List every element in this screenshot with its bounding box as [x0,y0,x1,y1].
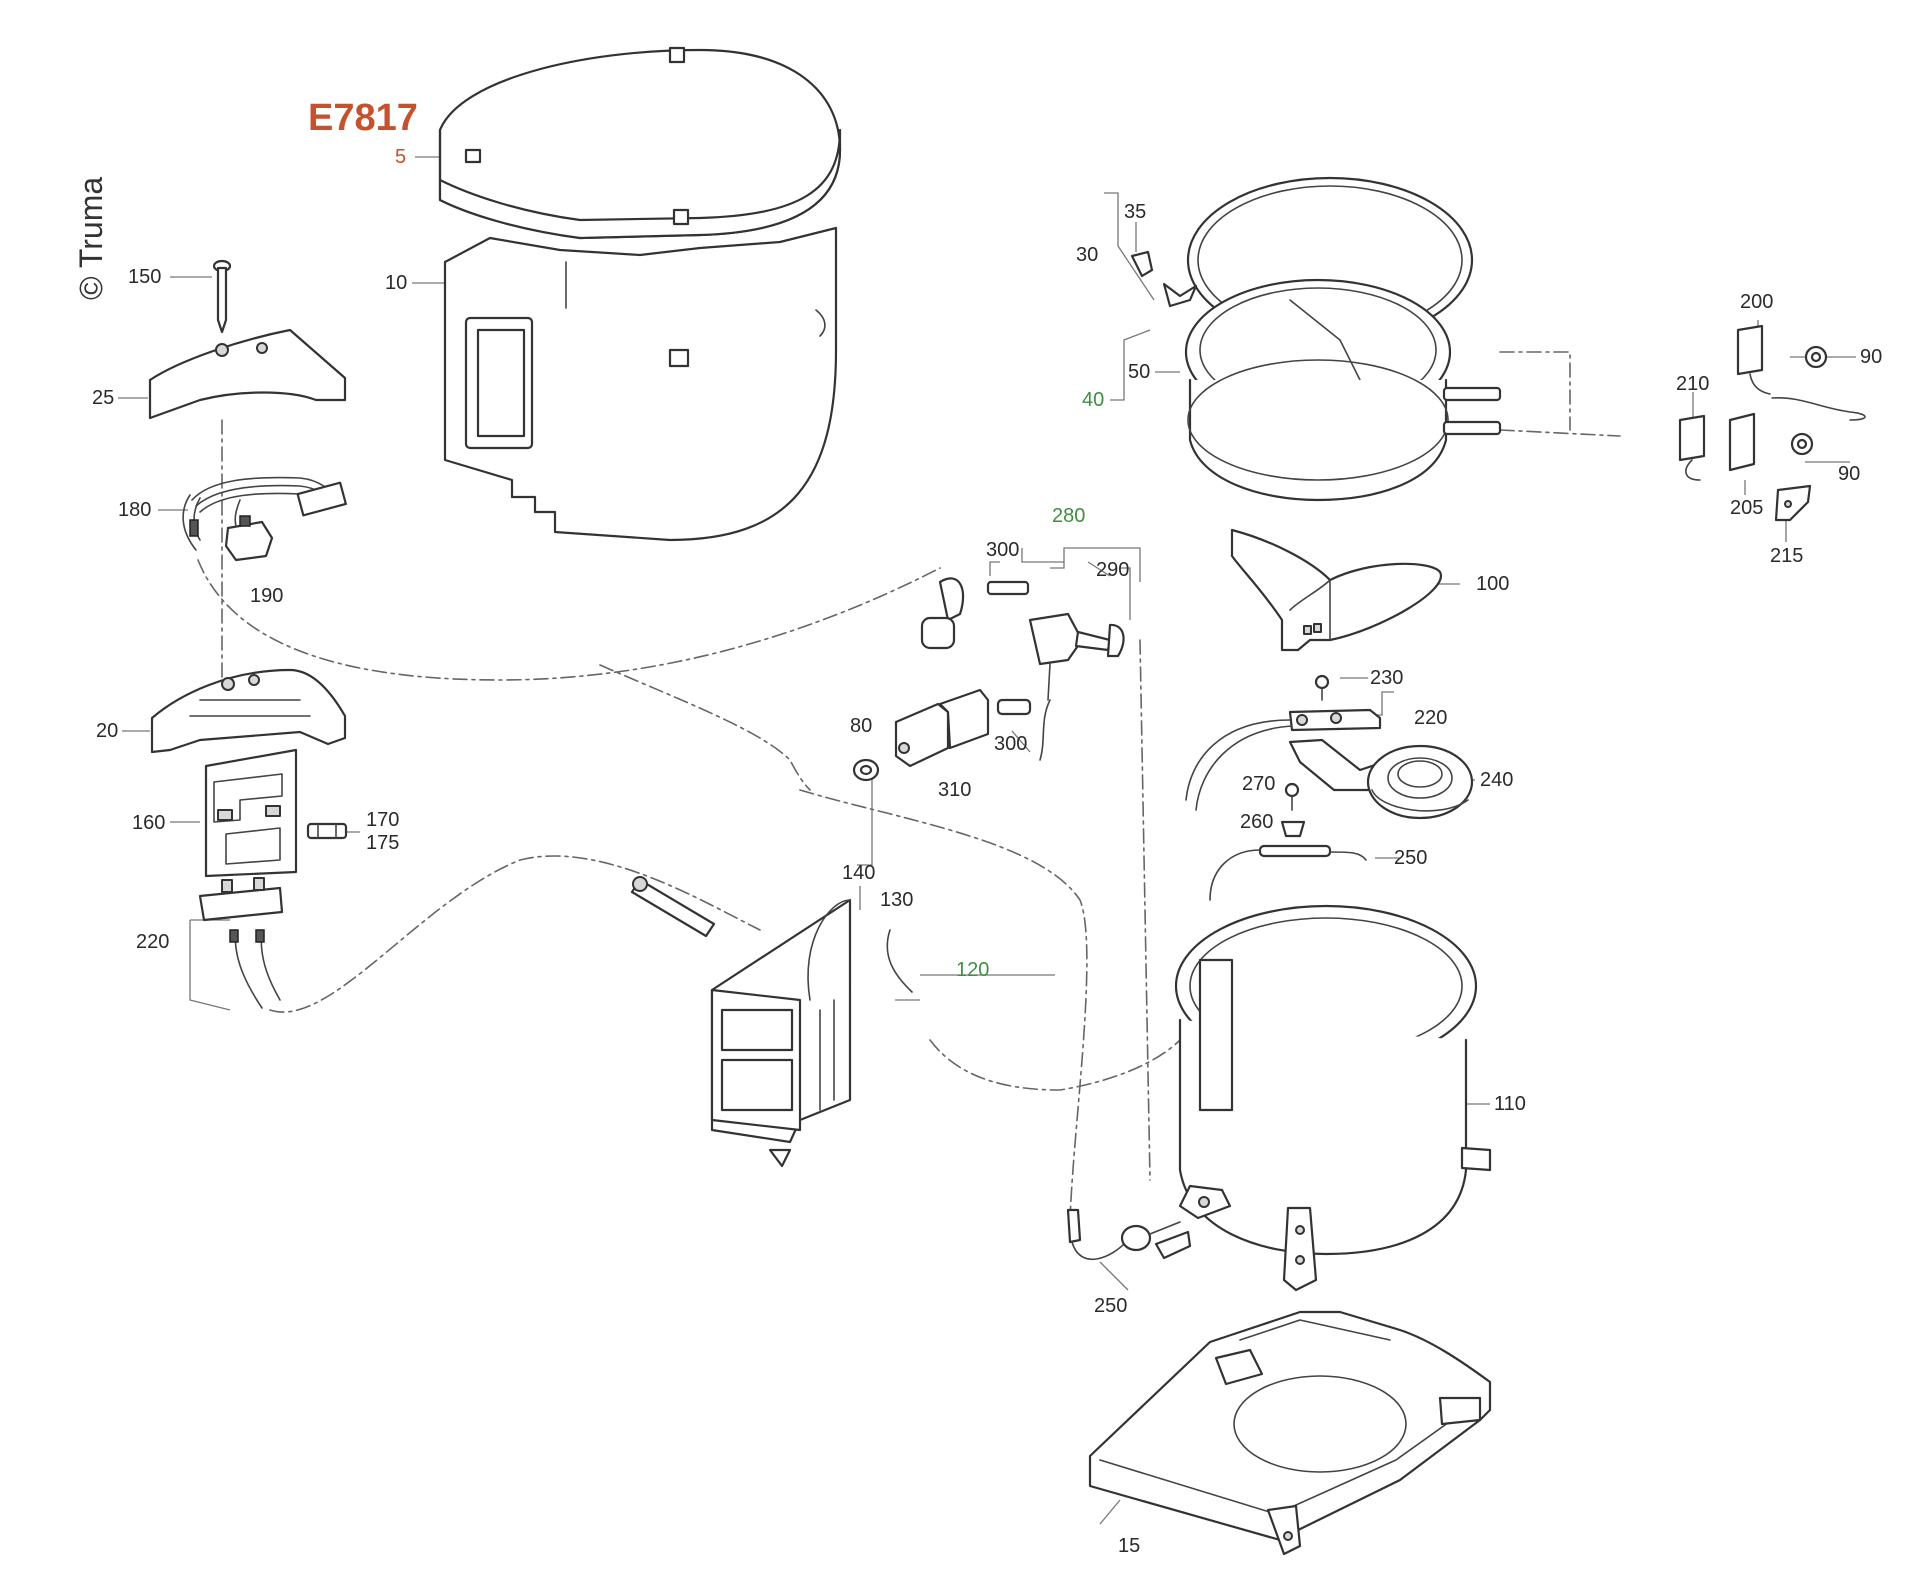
part-110-chamber [1174,904,1492,1292]
callout-10: 10 [385,272,407,294]
part-170-fuse [306,822,348,840]
callout-210: 210 [1676,373,1709,395]
callout-130: 130 [880,889,913,911]
callout-200: 200 [1740,291,1773,313]
callout-230: 230 [1370,667,1403,689]
part-35-screw [1130,250,1154,278]
diagram-id: E7817 [308,97,418,139]
callout-110: 110 [1494,1093,1526,1115]
callout-30: 30 [1076,244,1098,266]
part-220-electrodes [1185,708,1382,811]
part-270-pin [1284,782,1300,811]
part-20-plate [150,668,347,754]
callout-220-left: 220 [136,931,169,953]
part-80-nut [852,758,880,782]
leader-lines [118,156,1856,1525]
part-140-housing [710,898,852,1168]
part-130-hose [886,929,913,993]
part-210-clip [1678,414,1706,481]
part-200-clip [1736,324,1771,395]
callout-90-lower: 90 [1838,463,1860,485]
callout-215: 215 [1770,545,1803,567]
wire-lead [1771,396,1866,421]
callout-90-upper: 90 [1860,346,1882,368]
part-150-screw [212,259,232,334]
callout-220-right: 220 [1414,707,1447,729]
part-90-nut-lower [1790,432,1814,456]
part-260-cone [1280,820,1306,838]
callout-280: 280 [1052,505,1085,527]
callout-250-upper: 250 [1394,847,1427,869]
callout-25: 25 [92,387,114,409]
callout-160: 160 [132,812,165,834]
temperature-probe [630,876,716,938]
callout-40: 40 [1082,389,1104,411]
callout-290: 290 [1096,559,1129,581]
part-10-cover [443,226,838,542]
part-90-nut-upper [1804,345,1828,369]
callout-80: 80 [850,715,872,737]
callout-150: 150 [128,266,161,288]
part-215-bracket [1774,484,1812,522]
callout-20: 20 [96,720,118,742]
part-250-thermocouple-upper [1209,844,1367,901]
wiring-lines [197,351,1621,1231]
part-160-pcb [204,748,298,878]
part-180-harness [182,476,347,551]
callout-120: 120 [956,959,989,981]
callout-180: 180 [118,499,151,521]
part-280-valve [920,577,1125,701]
part-25-bracket [148,328,347,420]
part-220-connector-left [198,877,284,1009]
part-100-baffle [1230,528,1443,652]
callout-50: 50 [1128,361,1150,383]
callout-140: 140 [842,862,875,884]
callout-260: 260 [1240,811,1273,833]
callout-170: 170 [366,809,399,831]
copyright-notice: © Truma [73,177,109,300]
callout-15: 15 [1118,1535,1140,1557]
callout-250-lower: 250 [1094,1295,1127,1317]
part-5-lid [438,46,842,240]
callout-5: 5 [395,146,406,168]
callout-205: 205 [1730,497,1763,519]
part-15-base [1088,1310,1492,1556]
part-205-clip [1728,412,1756,472]
callout-190: 190 [250,585,283,607]
callout-300-upper: 300 [986,539,1019,561]
callout-310: 310 [938,779,971,801]
part-50-disc [1184,278,1502,502]
part-240-burner [1288,738,1474,820]
part-230-screw [1314,674,1330,701]
callout-100: 100 [1476,573,1509,595]
part-190-relay [224,499,274,562]
callout-240: 240 [1480,769,1513,791]
part-310-bracket [894,688,1051,768]
callout-175: 175 [366,832,399,854]
callout-270: 270 [1242,773,1275,795]
callout-35: 35 [1124,201,1146,223]
part-250-probe-lower [1066,1208,1192,1260]
callout-300-lower: 300 [994,733,1027,755]
callout-labels: 5 10 15 20 25 30 35 40 50 80 90 90 100 1… [92,146,1882,1557]
